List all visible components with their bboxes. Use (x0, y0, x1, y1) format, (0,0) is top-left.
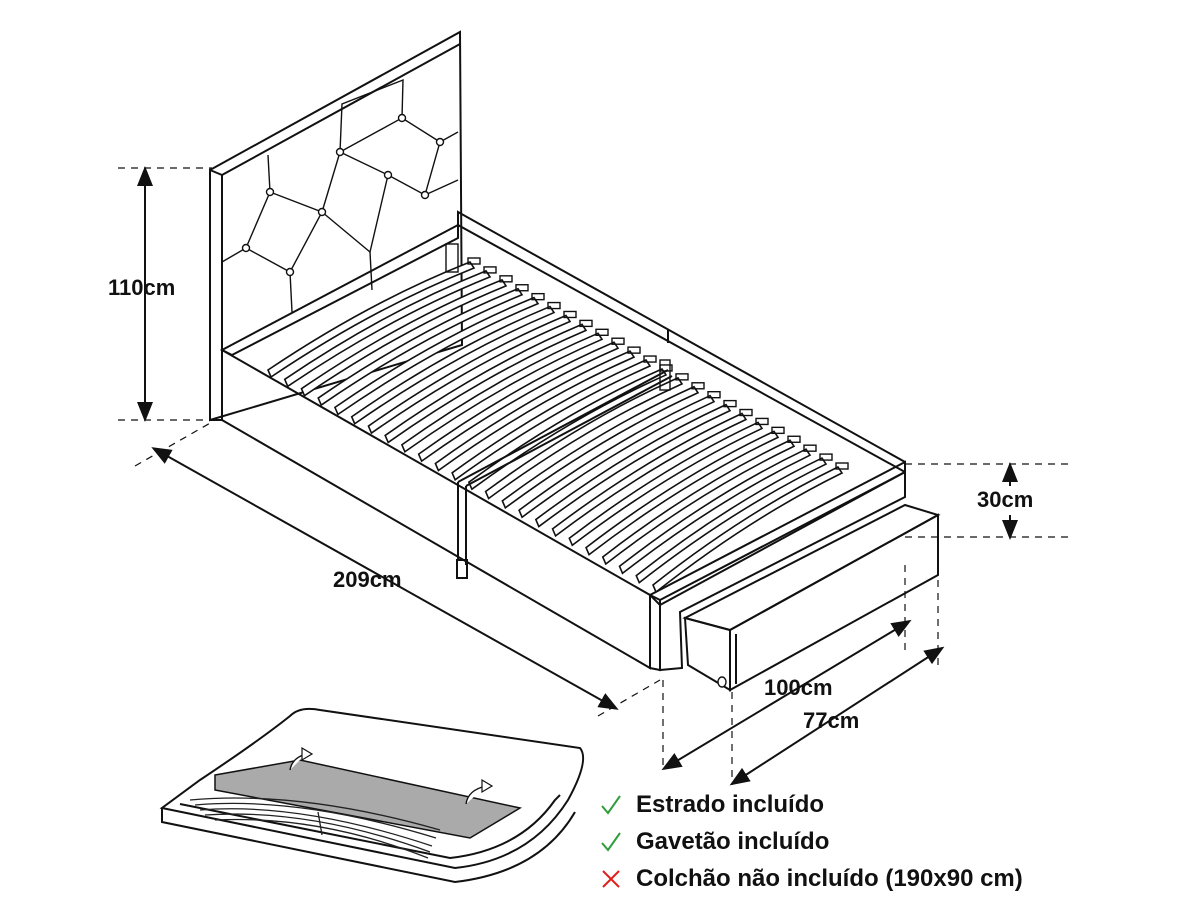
slat (333, 296, 540, 416)
slat (434, 350, 636, 472)
lift-mechanism-inset (159, 707, 584, 884)
slat (400, 332, 604, 454)
slat-holder (755, 417, 769, 426)
legend-text: Colchão não incluído (190x90 cm) (636, 864, 1023, 892)
slat (384, 323, 588, 444)
slat-holder (643, 355, 657, 363)
slat-holder (803, 444, 817, 452)
slat-holder (467, 257, 481, 265)
slat-holder (483, 266, 497, 274)
slat (267, 261, 476, 379)
slat-holder (531, 292, 545, 301)
slat-holder (787, 435, 801, 443)
slat-holder (547, 301, 561, 310)
slat-holder (627, 346, 641, 354)
slat-holder (611, 337, 625, 345)
slat (317, 287, 524, 407)
drawer-width-label: 77cm (803, 708, 860, 733)
slat (350, 305, 556, 425)
slat-holder (691, 382, 705, 390)
slat (417, 341, 620, 463)
check-icon (601, 794, 621, 815)
slat (635, 457, 828, 584)
slat (618, 448, 812, 575)
slat-holder (515, 284, 529, 292)
legend-text: Gavetão incluído (636, 827, 830, 855)
slat-holder (579, 319, 593, 328)
slat-holder (771, 426, 785, 435)
headboard-height-label: 110cm (108, 275, 176, 300)
headboard (209, 30, 464, 422)
legend-item-frame: Estrado incluído (598, 786, 1023, 823)
slat-holder (675, 373, 689, 381)
slat (367, 314, 572, 435)
slat (652, 465, 844, 594)
slat (451, 359, 652, 482)
slat-holder (819, 453, 833, 461)
slat-holder (739, 408, 753, 417)
drawer-length-label: 100cm (764, 675, 833, 700)
slat-holder (499, 275, 513, 283)
legend-item-drawer: Gavetão incluído (598, 823, 1023, 860)
slat-holder (707, 390, 721, 399)
slat (283, 269, 492, 388)
slat (300, 278, 508, 397)
length-label: 209cm (333, 567, 402, 592)
slat-holder (723, 399, 737, 408)
frame-height-label: 30cm (977, 487, 1034, 512)
cross-icon (602, 869, 620, 888)
slat-holder (835, 462, 849, 470)
legend-text: Estrado incluído (636, 790, 825, 818)
drawer (682, 503, 941, 692)
dimension-lines (118, 166, 1070, 786)
slat (601, 439, 796, 566)
legend-item-mattress: Colchão não incluído (190x90 cm) (598, 860, 1023, 897)
check-icon (601, 831, 621, 852)
slat-holder (595, 328, 609, 337)
slat-holder (563, 310, 577, 319)
features-legend: Estrado incluído Gavetão incluído Colchã… (598, 786, 1023, 897)
